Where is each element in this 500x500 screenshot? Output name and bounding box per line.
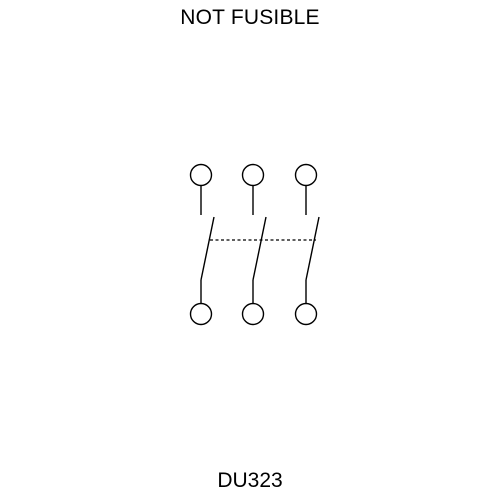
pole-1 [189,163,215,326]
model-number: DU323 [217,469,283,492]
pole-1-bottom-terminal [189,302,213,326]
pole-1-top-terminal [189,163,213,187]
pole-1-blade [200,216,215,281]
pole-3 [294,163,320,326]
pole-2 [241,163,267,326]
pole-3-bottom-terminal [294,302,318,326]
pole-3-blade [305,216,320,281]
diagram-title: NOT FUSIBLE [180,6,320,29]
pole-3-top-terminal [294,163,318,187]
pole-2-blade [252,216,267,281]
pole-2-top-terminal [241,163,265,187]
pole-2-bottom-terminal [241,302,265,326]
